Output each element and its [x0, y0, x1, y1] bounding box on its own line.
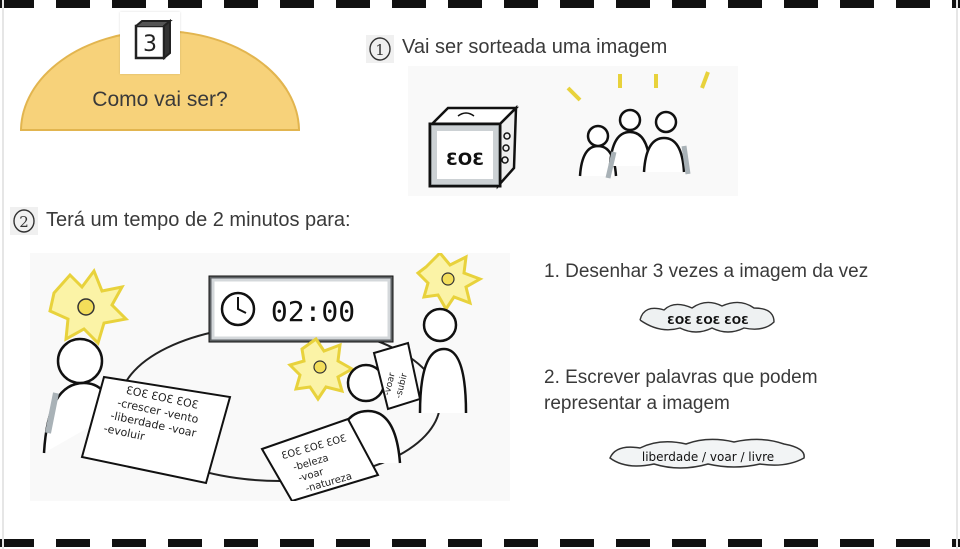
die-label: ƐOƐ: [446, 150, 484, 170]
intro-title: Como vai ser?: [92, 88, 228, 111]
svg-text:liberdade / voar / livre: liberdade / voar / livre: [642, 450, 774, 464]
people-illustration: [566, 71, 710, 179]
bottom-dashed-border: [0, 539, 960, 547]
paper-left: ƐOƐ ƐOƐ ƐOƐ -crescer -vento -liberdade -…: [80, 375, 232, 485]
svg-text:1: 1: [375, 41, 385, 59]
idea-bulb-icon: [48, 267, 130, 346]
right-edge: [956, 0, 958, 549]
item-2-sketch: liberdade / voar / livre: [604, 436, 812, 476]
top-dashed-border: [0, 0, 960, 8]
idea-bulb-icon: [415, 253, 484, 312]
idea-bulb-icon: [287, 336, 356, 402]
paper-back: -voar -subir: [372, 341, 422, 411]
badge-number: 3: [143, 32, 157, 57]
item-2-text: 2. Escrever palavras que podem represent…: [544, 367, 818, 414]
step1-illustration: ƐOƐ: [408, 66, 738, 196]
step1-number-icon: 1: [366, 35, 394, 63]
item-1-text: 1. Desenhar 3 vezes a imagem da vez: [544, 261, 869, 282]
step2-text: Terá um tempo de 2 minutos para:: [46, 209, 351, 231]
step1-text: Vai ser sorteada uma imagem: [402, 36, 668, 58]
timer-value: 02:00: [271, 295, 355, 328]
svg-text:ƐOƐ ƐOƐ ƐOƐ: ƐOƐ ƐOƐ ƐOƐ: [667, 314, 749, 327]
left-edge: [2, 0, 4, 549]
die-illustration: ƐOƐ: [428, 104, 520, 190]
svg-text:2: 2: [19, 213, 29, 231]
cube-number-icon: 3: [134, 18, 173, 61]
item-1-sketch: ƐOƐ ƐOƐ ƐOƐ: [636, 300, 778, 334]
timer-display: 02:00: [208, 275, 394, 343]
step2-illustration: 02:00 ƐOƐ ƐOƐ ƐOƐ: [30, 253, 510, 501]
step2-number-icon: 2: [10, 207, 38, 235]
paper-right: ƐOƐ ƐOƐ ƐOƐ -beleza -voar -natureza: [260, 417, 380, 501]
step-badge: 3: [120, 12, 180, 74]
